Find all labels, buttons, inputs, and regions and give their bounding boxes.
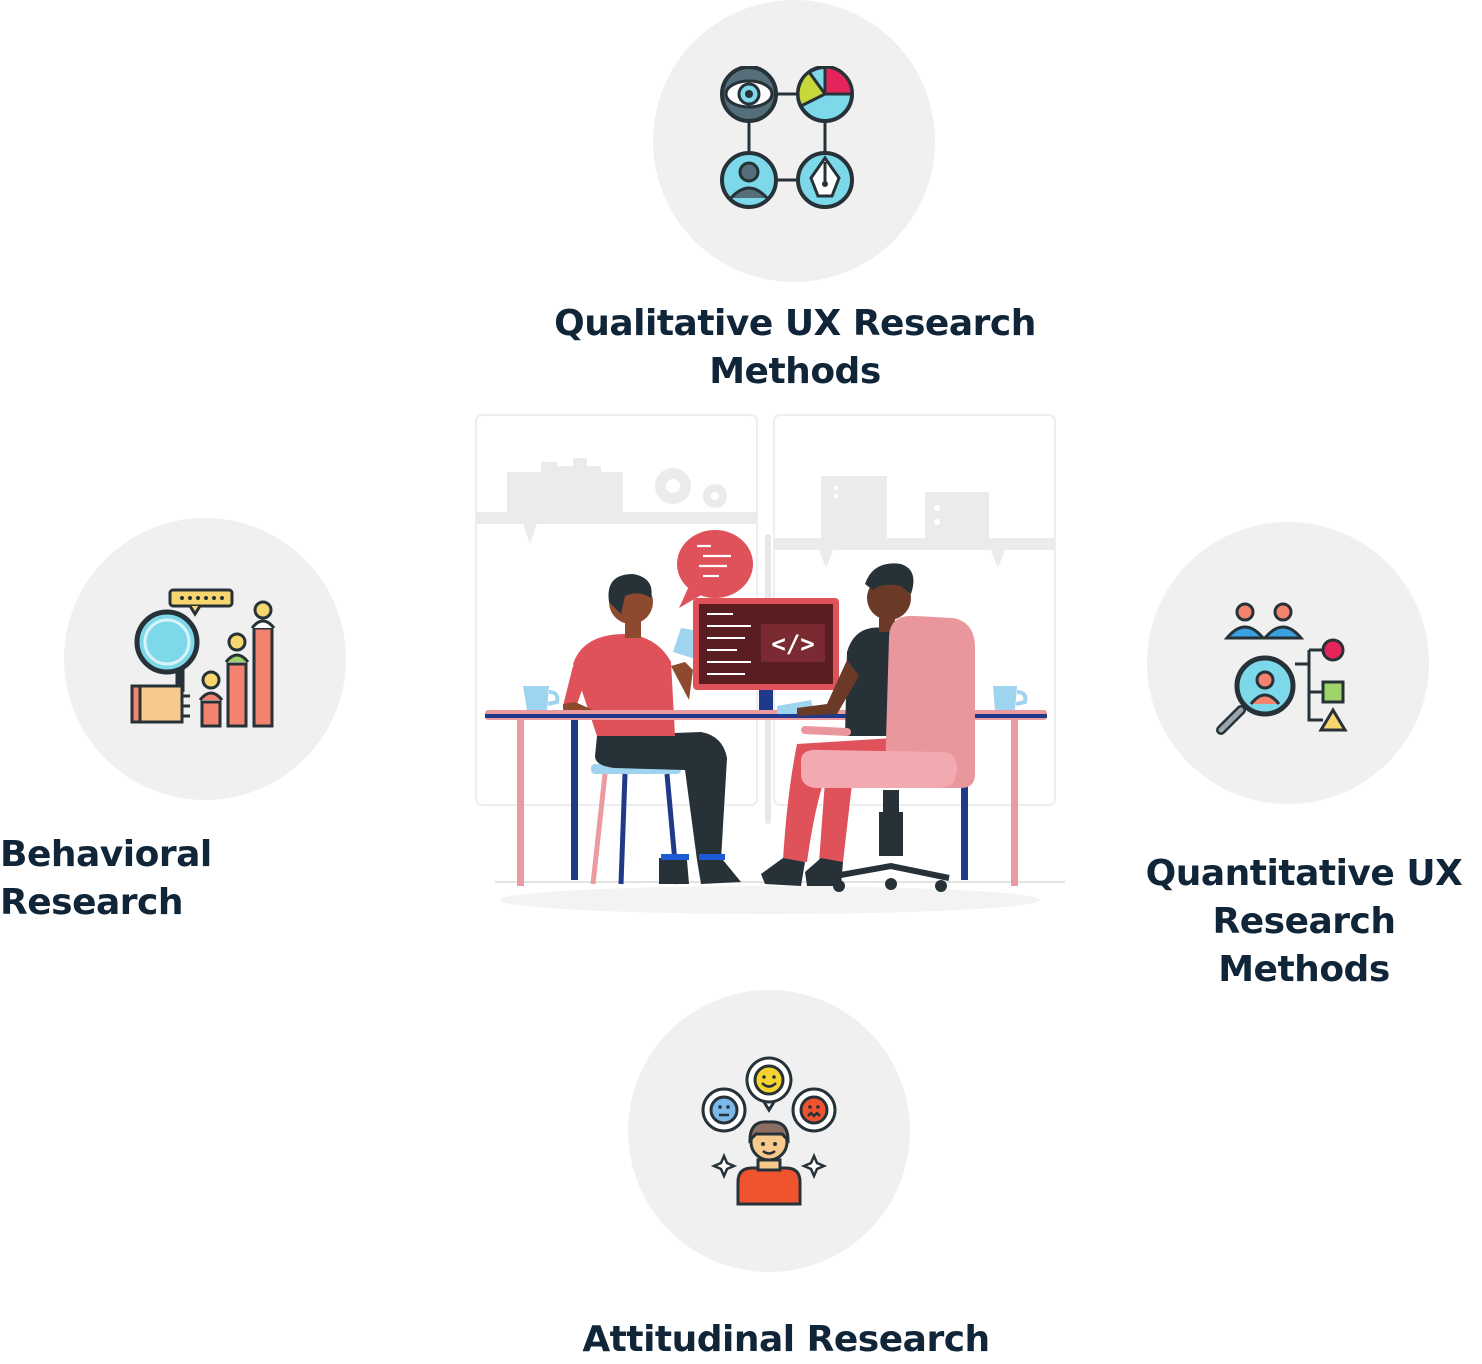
magnifier-bar-chart-icon <box>130 588 276 728</box>
research-methods-network-icon <box>720 66 854 209</box>
office-chair <box>800 615 975 892</box>
qualitative-label-line1: Qualitative UX Research <box>554 303 1036 344</box>
person-left <box>562 574 741 884</box>
user-search-shapes-icon <box>1216 602 1348 735</box>
attitudinal-node-circle <box>628 990 910 1272</box>
desk-legs <box>517 720 1018 886</box>
mug-left <box>523 686 560 710</box>
quantitative-node-circle <box>1147 522 1429 804</box>
mug-right <box>993 686 1028 710</box>
attitudinal-label-line1: Attitudinal Research <box>582 1319 990 1360</box>
quantitative-label-line2: Research Methods <box>1212 901 1397 990</box>
quantitative-label: Quantitative UX Research Methods <box>1126 850 1482 994</box>
monitor: </> <box>693 598 839 718</box>
shelf-left <box>476 458 757 544</box>
behavioral-label: Behavioral Research <box>0 831 392 927</box>
shelf-right <box>774 476 1055 568</box>
behavioral-label-line1: Behavioral Research <box>0 834 212 923</box>
qualitative-label: Qualitative UX Research Methods <box>545 300 1045 396</box>
speech-bubble <box>677 530 753 608</box>
monitor-code-label: </> <box>771 630 814 658</box>
attitudinal-label: Attitudinal Research <box>570 1316 1002 1364</box>
floor-shadow <box>500 886 1040 914</box>
quantitative-label-line1: Quantitative UX <box>1145 853 1463 894</box>
developers-at-desk-illustration: </> <box>475 414 1065 914</box>
behavioral-node-circle <box>64 518 346 800</box>
qualitative-label-line2: Methods <box>709 351 881 392</box>
person-emotions-icon <box>701 1056 837 1206</box>
qualitative-node-circle <box>653 0 935 282</box>
